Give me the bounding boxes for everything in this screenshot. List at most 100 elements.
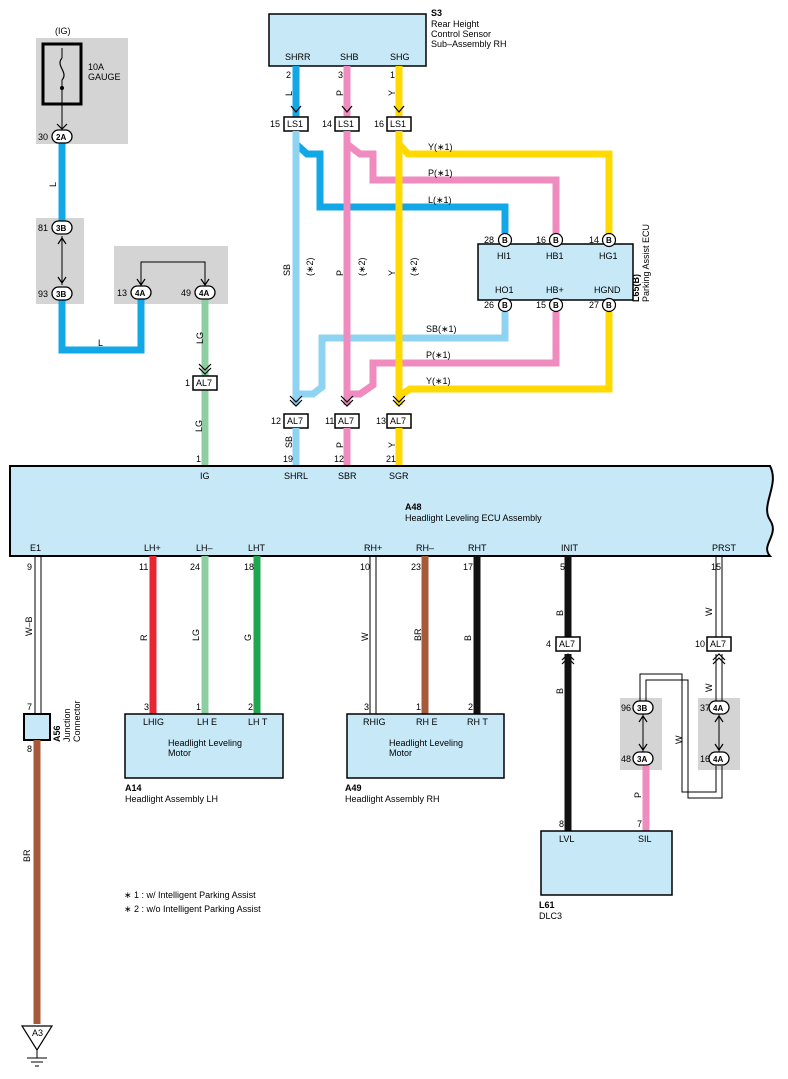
al7-double-arrow-icons <box>289 395 406 407</box>
a48-code: A48 <box>405 502 422 512</box>
al7-label-1: AL7 <box>196 378 212 388</box>
a14-pin-3: 3 <box>144 702 149 712</box>
pin-37: 37 <box>700 703 710 713</box>
a56-junction-connector <box>23 713 51 741</box>
l61-term-sil: SIL <box>638 834 652 844</box>
a48-wire-y: Y <box>387 442 397 448</box>
wire-label-wb: W–B <box>24 616 34 636</box>
s3-pin-2: 2 <box>286 70 291 80</box>
a48-term-shrl: SHRL <box>284 471 308 481</box>
ls1-label-b: LS1 <box>338 119 354 129</box>
l65-pin-14: 14 <box>589 235 599 245</box>
a48-term-e1: E1 <box>30 543 41 553</box>
a48-name: Headlight Leveling ECU Assembly <box>405 513 542 523</box>
fuse-name: GAUGE <box>88 72 121 82</box>
a48-pin-1: 1 <box>196 454 201 464</box>
wire-label-lg2: LG <box>194 420 204 432</box>
s3-code: S3 <box>431 8 442 18</box>
l65-conn-b2: B <box>553 236 559 245</box>
a49-motor-box <box>346 713 505 779</box>
al7-label-12: AL7 <box>287 416 303 426</box>
wire-label-r: R <box>139 634 149 641</box>
jc-4a-arrow-icon <box>714 714 724 752</box>
a48-pin-9: 9 <box>27 562 32 572</box>
fuse-icon <box>59 57 65 81</box>
conn-4a-right: 4A <box>199 289 209 298</box>
pin-48: 48 <box>621 754 631 764</box>
a48-term-rhminus: RH– <box>416 543 434 553</box>
a48-pin-10: 10 <box>360 562 370 572</box>
mid-wire-p: P <box>335 270 345 276</box>
wire-label-p-sil: P <box>633 792 643 798</box>
wire-label-p1: P(∗1) <box>428 168 453 178</box>
double-arrow-icon <box>198 363 212 375</box>
ls1-arrow-icons <box>290 105 405 113</box>
jc-3b-arrow-icon <box>638 714 648 752</box>
a56-pin-7: 7 <box>27 702 32 712</box>
l61-term-lvl: LVL <box>559 834 574 844</box>
s3-term-shg: SHG <box>390 52 410 62</box>
a49-code: A49 <box>345 783 362 793</box>
al7-pin-12: 12 <box>271 416 281 426</box>
note-2: ∗ 2 : w/o Intelligent Parking Assist <box>124 904 261 914</box>
conn-3b-dlc: 3B <box>637 704 647 713</box>
s3-wire-y: Y <box>387 90 397 96</box>
wire-w-loop <box>639 673 723 799</box>
l65-term-hgnd: HGND <box>594 285 621 295</box>
jc-arrow-icon <box>57 236 67 285</box>
a49-pin-3: 3 <box>364 702 369 712</box>
a14-code: A14 <box>125 783 142 793</box>
a48-pin-12: 12 <box>334 454 344 464</box>
a48-pin-5: 5 <box>560 562 565 572</box>
a48-term-rht: RHT <box>468 543 487 553</box>
wire-y-star1-bottom <box>395 312 613 405</box>
al7-label-11: AL7 <box>338 416 354 426</box>
a56-code: A56 <box>52 725 62 742</box>
l65-conn-b5: B <box>553 301 559 310</box>
conn-3a: 3A <box>637 755 647 764</box>
wire-label-y1b: Y(∗1) <box>426 376 451 386</box>
wire-l-jc <box>58 299 145 354</box>
s3-wire-p: P <box>335 90 345 96</box>
l61-dlc3-box <box>540 830 673 896</box>
l65-code: L65(B) <box>631 274 641 302</box>
pin-93: 93 <box>38 289 48 299</box>
mid-note-2-a: (∗2) <box>305 257 315 276</box>
l65-term-ho1: HO1 <box>495 285 514 295</box>
a14-pin-1: 1 <box>196 702 201 712</box>
wire-label-lg: LG <box>195 332 205 344</box>
l65-term-hi1: HI1 <box>497 251 511 261</box>
ground-icon <box>20 1025 54 1052</box>
al7-prst-arrow-icon <box>712 653 726 665</box>
wire-label-b-dlc: B <box>555 688 565 694</box>
l65-ecu-box <box>477 243 634 301</box>
connector-arrow-icon <box>56 123 68 130</box>
ls1-connectors <box>283 116 412 132</box>
s3-pin-3: 3 <box>338 70 343 80</box>
a14-assembly: Headlight Assembly LH <box>125 794 218 804</box>
a48-term-sgr: SGR <box>389 471 409 481</box>
l65-name: Parking Assist ECU <box>641 224 651 302</box>
l65-term-hb1: HB1 <box>546 251 564 261</box>
a48-term-lhminus: LH– <box>196 543 213 553</box>
a48-term-sbr: SBR <box>338 471 357 481</box>
s3-name-1: Rear Height <box>431 19 480 29</box>
l65-conn-b6: B <box>606 301 612 310</box>
a48-term-lht: LHT <box>248 543 266 553</box>
wire-w-prst <box>715 556 723 637</box>
al7-label-4: AL7 <box>559 639 575 649</box>
pin-13: 13 <box>117 288 127 298</box>
conn-2a: 2A <box>56 133 66 142</box>
l65-terminals <box>497 232 617 313</box>
a49-motor-label-2: Motor <box>389 748 412 758</box>
a14-term-lhe: LH E <box>197 717 217 727</box>
wire-label-l2: L <box>98 338 103 348</box>
al7-connector-4 <box>555 636 581 652</box>
oval-connectors <box>51 129 730 766</box>
a49-term-rht: RH T <box>467 717 488 727</box>
a56-name-2: Connector <box>72 700 82 742</box>
al7-label-13: AL7 <box>390 416 406 426</box>
l65-conn-b1: B <box>502 236 508 245</box>
wire-label-l1: L(∗1) <box>428 195 452 205</box>
l65-pin-27: 27 <box>589 300 599 310</box>
